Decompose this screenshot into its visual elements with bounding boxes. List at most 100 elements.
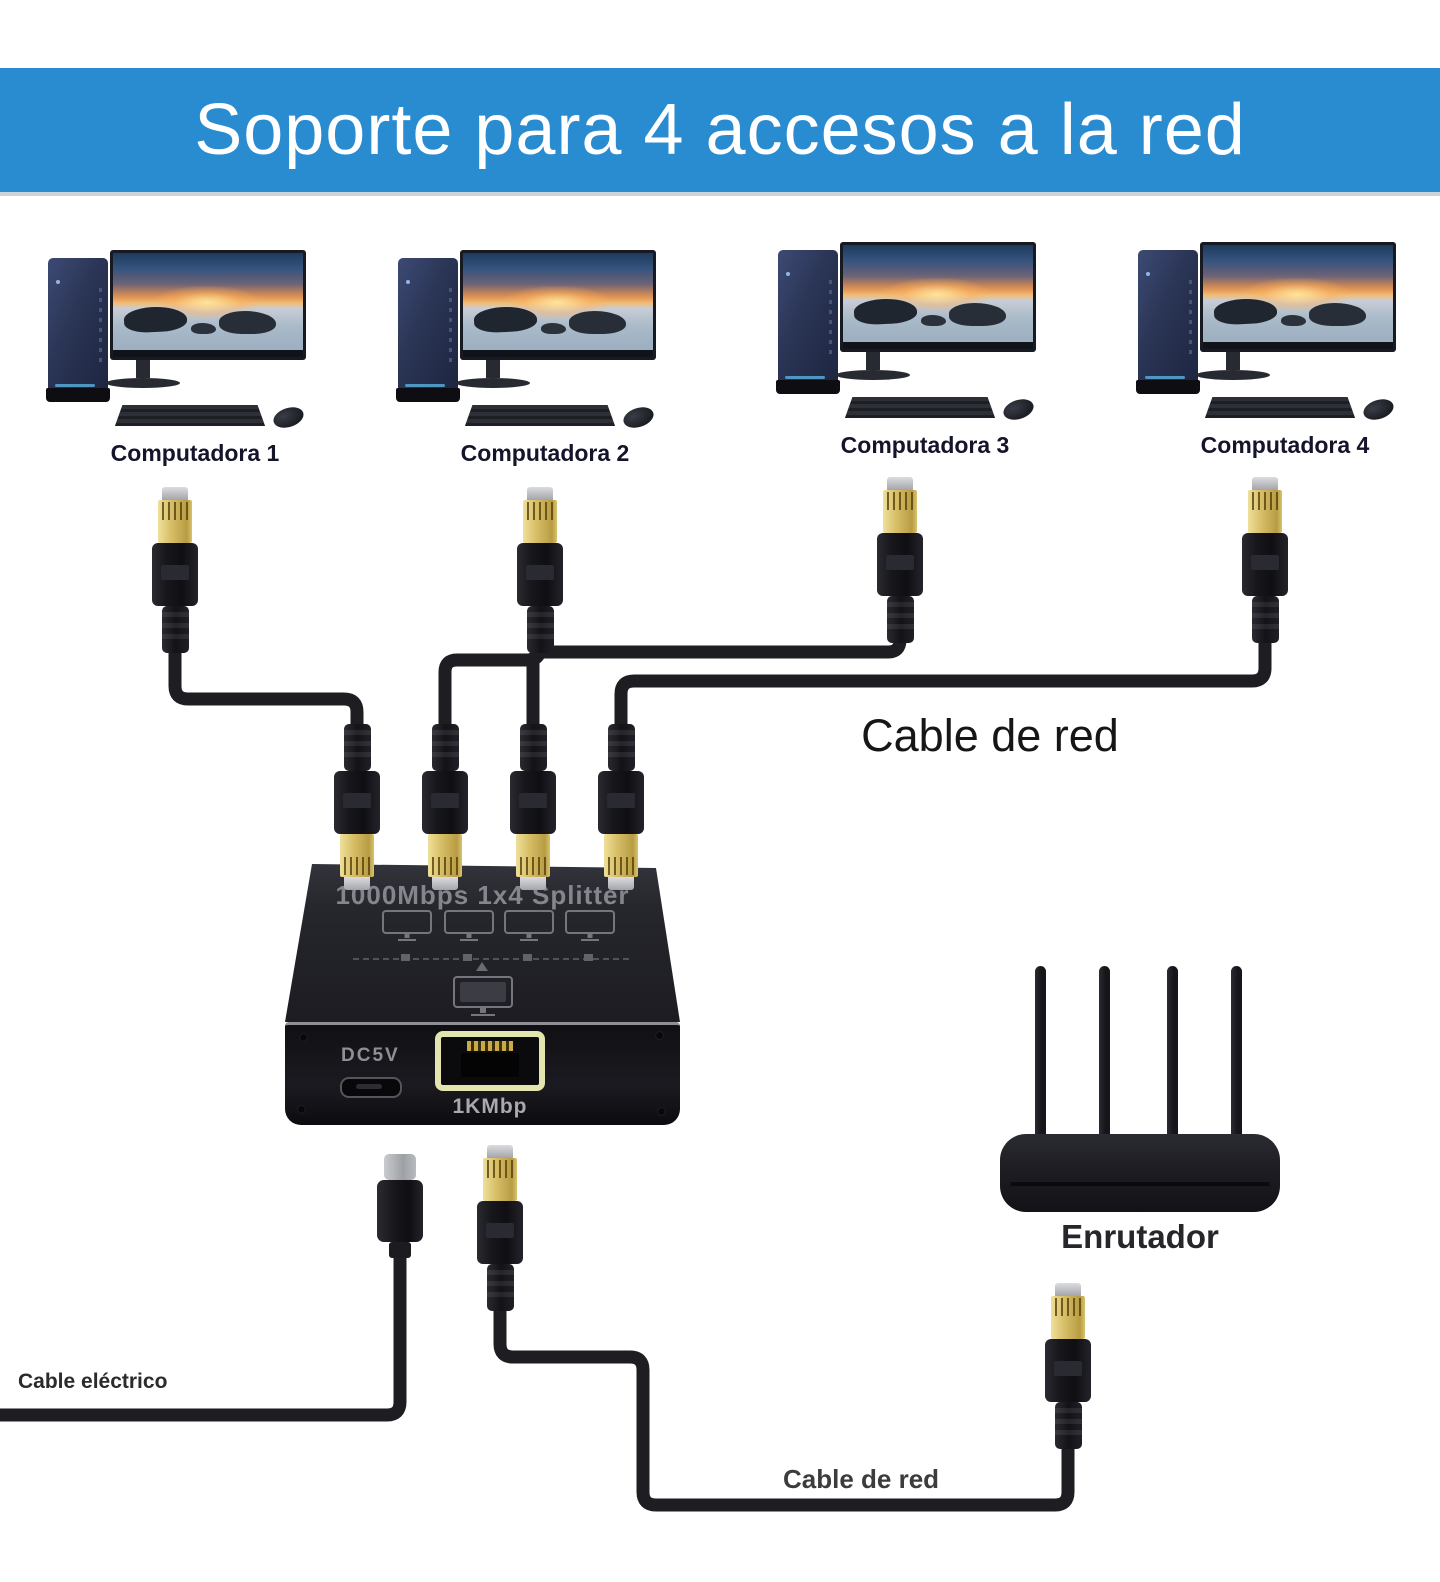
connector-gold-contact: [340, 834, 374, 877]
tower-vents: [829, 280, 832, 360]
rj45-connector-icon: [1045, 1283, 1091, 1449]
banner-underline: [0, 192, 1440, 196]
banner: Soporte para 4 accesos a la red: [0, 68, 1440, 192]
connector-latch: [161, 565, 189, 580]
connector-latch: [486, 1223, 514, 1238]
monitor-icon-base: [460, 939, 478, 941]
boot-ridges: [1251, 602, 1279, 632]
port-glyph-icon: [401, 954, 410, 961]
computer-4: Computadora 4: [1135, 240, 1435, 460]
monitor-chin: [1203, 342, 1393, 349]
connector-pins: [1055, 1298, 1081, 1316]
connector-tip: [344, 877, 370, 890]
monitor-icon: [444, 910, 494, 941]
network-cable-label: Cable de red: [861, 710, 1119, 761]
keyboard: [115, 405, 265, 426]
splitter-front-face: DC5V 1KMbp: [285, 1022, 680, 1125]
uplink-arrow-icon: [476, 962, 488, 971]
connector-latch: [343, 793, 371, 808]
connector-boot: [1054, 1402, 1082, 1449]
monitor-chin: [463, 350, 653, 357]
uplink-monitor-screen: [460, 982, 506, 1002]
power-cable: [0, 1250, 407, 1422]
connector-gold-contact: [158, 500, 192, 543]
banner-title: Soporte para 4 accesos a la red: [194, 90, 1246, 170]
connector-pins: [432, 857, 458, 875]
rj45-connector-icon: [510, 724, 556, 890]
monitor-screen: [843, 245, 1033, 342]
rock-shape: [949, 303, 1007, 327]
connector-latch: [1054, 1361, 1082, 1376]
pc-tower-base: [1136, 380, 1200, 394]
uplink-monitor-icon: [453, 976, 513, 1016]
monitor-icon-stand: [526, 933, 532, 938]
connector-boot: [431, 724, 459, 771]
port-glyph-icon: [584, 954, 593, 961]
tower-vents: [449, 288, 452, 368]
rj45-connector-icon: [334, 724, 380, 890]
rj45-uplink-port: [435, 1031, 545, 1091]
pc-tower: [778, 250, 838, 386]
uplink-port-label: 1KMbp: [452, 1095, 528, 1118]
patch-cable-4: [614, 635, 1272, 740]
rock-shape: [1309, 303, 1367, 327]
connector-gold-contact: [523, 500, 557, 543]
pc-tower-glow: [785, 376, 825, 379]
connector-gold-contact: [1248, 490, 1282, 533]
monitor-stand: [866, 352, 880, 370]
dc-power-port: [340, 1077, 402, 1098]
pc-tower-base: [46, 388, 110, 402]
connector-latch: [431, 793, 459, 808]
monitor-screen: [463, 253, 653, 350]
uplink-cable: [493, 1305, 1075, 1512]
connector-latch: [886, 555, 914, 570]
boot-ridges: [161, 612, 189, 642]
monitor-icon: [565, 910, 615, 941]
monitor-icon-base: [520, 939, 538, 941]
monitor-stand-base: [836, 370, 910, 380]
pc-tower: [398, 258, 458, 394]
monitor-icon: [382, 910, 432, 941]
antenna-icon: [1099, 966, 1110, 1142]
monitor-stand-base: [456, 378, 530, 388]
connector-tip: [1252, 477, 1278, 490]
connector-tip: [608, 877, 634, 890]
computer-3: Computadora 3: [775, 240, 1075, 460]
connector-pins: [520, 857, 546, 875]
connector-body: [422, 771, 468, 834]
port-wiring-line: [353, 958, 629, 960]
tower-vents: [1189, 280, 1192, 360]
connector-pins: [344, 857, 370, 875]
port-glyph-icon: [523, 954, 532, 961]
connector-latch: [607, 793, 635, 808]
connector-boot: [343, 724, 371, 771]
boot-ridges: [431, 730, 459, 760]
connector-boot: [1251, 596, 1279, 643]
monitor-icon-base: [581, 939, 599, 941]
connector-pins: [487, 1160, 513, 1178]
computer-2: Computadora 2: [395, 248, 695, 468]
connector-tip: [527, 487, 553, 500]
connector-gold-contact: [604, 834, 638, 877]
keyboard: [1205, 397, 1355, 418]
connector-pins: [887, 492, 913, 510]
monitor-stand: [136, 360, 150, 378]
connector-body: [152, 543, 198, 606]
uplink-monitor-stand: [480, 1008, 486, 1013]
monitor-stand: [486, 360, 500, 378]
computer-label: Computadora 2: [460, 440, 630, 466]
usb-connector-neck: [389, 1242, 411, 1258]
rock-shape: [540, 322, 566, 335]
rj45-connector-icon: [598, 724, 644, 890]
monitor: [840, 242, 1036, 352]
network-cable-label: Cable de red: [783, 1464, 940, 1494]
rj45-connector-icon: [877, 477, 923, 643]
pc-tower-glow: [1145, 376, 1185, 379]
computer-label: Computadora 3: [840, 432, 1010, 458]
monitor-stand-base: [106, 378, 180, 388]
connector-pins: [162, 502, 188, 520]
power-led-icon: [56, 280, 60, 284]
connector-body: [877, 533, 923, 596]
connector-boot: [519, 724, 547, 771]
